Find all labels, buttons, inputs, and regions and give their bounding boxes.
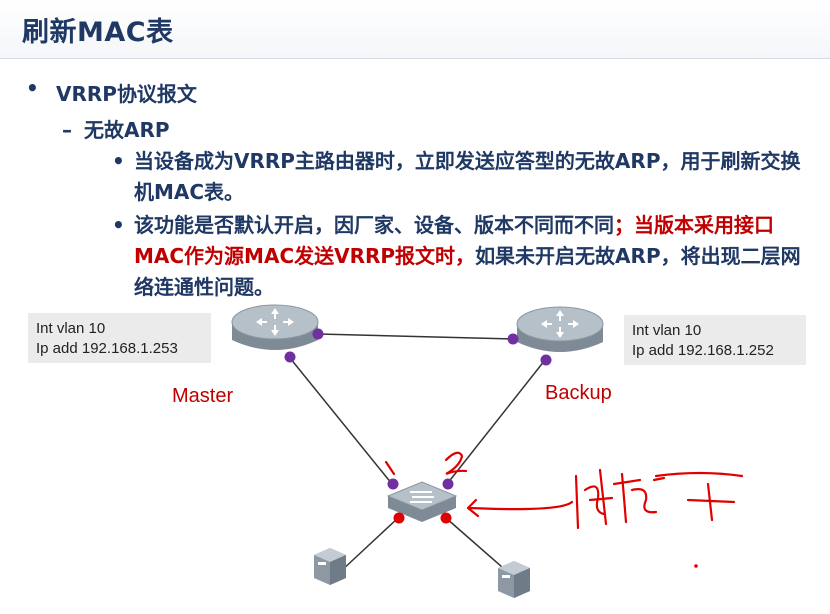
bullet-dot: • <box>112 149 125 173</box>
port-master-bottom <box>284 351 296 363</box>
bullet-level1-text: VRRP协议报文 <box>56 82 197 106</box>
bullet-level3-b-part3: 如果未开启无故ARP，将出现二层网络连通性问题。 <box>134 244 801 299</box>
port-switch-downlink2 <box>440 512 452 524</box>
bullet-level3-b-text: 该功能是否默认开启，因厂家、设备、版本不同而不同；当版本采用接口MAC作为源MA… <box>134 210 819 303</box>
bullet-dot: • <box>26 76 39 100</box>
link-master-backup <box>317 333 514 340</box>
router-master-icon <box>231 304 319 350</box>
hand-bracket-top <box>654 471 744 478</box>
backup-label: Backup <box>545 382 612 404</box>
port-switch-uplink1 <box>387 478 399 490</box>
link-switch-host1 <box>339 517 399 573</box>
hand-mark-1 <box>384 460 396 476</box>
hand-bracket-left <box>574 474 580 530</box>
bullet-level2-text: 无故ARP <box>84 118 170 142</box>
switch-icon <box>386 481 458 522</box>
hand-scribble-text <box>583 468 666 526</box>
pc-host-2-icon <box>498 561 530 598</box>
master-label: Master <box>172 385 234 407</box>
hand-dot <box>694 564 698 568</box>
port-backup-left <box>507 333 519 345</box>
bullet-level3-a-text: 当设备成为VRRP主路由器时，立即发送应答型的无故ARP，用于刷新交换机MAC表… <box>134 149 801 204</box>
hand-bracket-right <box>686 482 736 522</box>
title-bar <box>0 0 830 59</box>
port-switch-downlink1 <box>393 512 405 524</box>
link-switch-host2 <box>445 517 511 575</box>
hand-arrow <box>466 498 574 518</box>
bullet-dash: – <box>62 118 72 142</box>
master-config-box: Int vlan 10 Ip add 192.168.1.253 <box>28 313 211 363</box>
link-master-switch <box>289 357 393 485</box>
handwritten-marks <box>384 451 744 530</box>
bullet-level3-b-highlight: ；当版本采用接口MAC作为源MAC发送VRRP报文时， <box>134 213 774 268</box>
pc-host-1-icon <box>314 548 346 585</box>
port-switch-uplink2 <box>442 478 454 490</box>
slide-title: 刷新MAC表 <box>22 17 174 48</box>
bullet-level2: –无故ARP <box>62 114 170 143</box>
backup-config-box: Int vlan 10 Ip add 192.168.1.252 <box>624 315 806 365</box>
port-master-right <box>312 328 324 340</box>
router-backup-icon <box>516 306 604 352</box>
port-backup-bottom <box>540 354 552 366</box>
link-backup-switch <box>446 359 546 485</box>
backup-config-line1: Int vlan 10 <box>632 322 702 339</box>
master-config-line1: Int vlan 10 <box>36 320 106 337</box>
hand-mark-2 <box>444 451 468 476</box>
master-config-line2: Ip add 192.168.1.253 <box>36 340 178 357</box>
bullet-level3-b-part1: 该功能是否默认开启，因厂家、设备、版本不同而不同 <box>134 213 614 237</box>
backup-config-line2: Ip add 192.168.1.252 <box>632 342 774 359</box>
bullet-dot: • <box>112 213 125 237</box>
